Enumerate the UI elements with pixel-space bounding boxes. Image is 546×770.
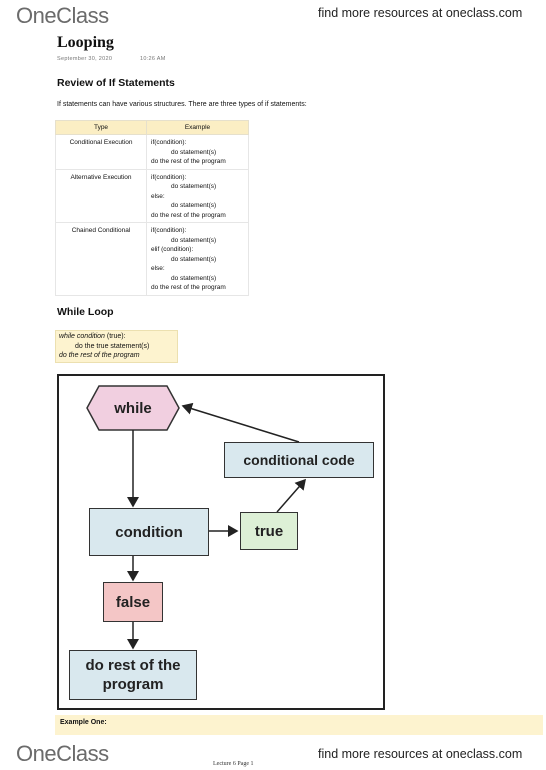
table-header-type: Type	[55, 120, 147, 135]
code-line: do the true statement(s)	[75, 342, 150, 350]
type-cell: Chained Conditional	[55, 222, 147, 296]
table-row: Chained Conditional if(condition): do st…	[55, 222, 249, 296]
code-line: do the rest of the program	[151, 211, 226, 219]
code-line: do the rest of the program	[59, 351, 174, 361]
code-line: if(condition):	[151, 139, 187, 146]
footer-oneclass-logo[interactable]: OneClass	[16, 741, 109, 767]
code-rest: (true):	[106, 333, 126, 340]
conditional-code-node: conditional code	[224, 442, 374, 478]
table-header-example: Example	[146, 120, 249, 135]
if-types-table: Type Example Conditional Execution if(co…	[55, 120, 249, 296]
example-cell: if(condition): do statement(s) do the re…	[146, 134, 249, 170]
page-time: 10:26 AM	[140, 56, 166, 62]
code-line: else:	[151, 265, 165, 272]
code-line: elif (condition):	[151, 246, 194, 253]
code-line: do statement(s)	[171, 183, 217, 190]
while-loop-flowchart: while conditional code condition true fa…	[57, 374, 385, 710]
section-heading-while: While Loop	[57, 306, 114, 318]
oneclass-logo[interactable]: OneClass	[16, 3, 109, 29]
code-keyword: while	[59, 333, 75, 340]
code-line: if(condition):	[151, 173, 187, 181]
code-line: do statement(s)	[171, 236, 217, 244]
table-header-row: Type Example	[55, 120, 249, 135]
condition-node: condition	[89, 508, 209, 556]
page-title: Looping	[57, 34, 114, 51]
type-cell: Alternative Execution	[55, 168, 147, 223]
false-node: false	[103, 582, 163, 622]
footer-promo-link[interactable]: find more resources at oneclass.com	[318, 747, 523, 761]
rest-of-program-node: do rest of the program	[69, 650, 197, 700]
code-line: do statement(s)	[171, 148, 217, 156]
code-line: while condition (true):	[59, 332, 174, 342]
example-cell: if(condition): do statement(s) elif (con…	[146, 222, 249, 296]
header-promo-link[interactable]: find more resources at oneclass.com	[318, 6, 523, 20]
footer-logo-text: OneClass	[16, 741, 109, 766]
code-line: do statement(s)	[171, 274, 217, 282]
section-heading-if: Review of If Statements	[57, 77, 175, 89]
while-syntax-box: while condition (true): do the true stat…	[55, 330, 178, 363]
page-label: Lecture 6 Page 1	[213, 761, 254, 767]
code-rest-program: do the rest of the program	[59, 352, 140, 359]
code-line: else:	[151, 192, 165, 200]
example-one-label: Example One:	[60, 719, 107, 726]
logo-text: OneClass	[16, 3, 109, 28]
true-node: true	[240, 512, 298, 550]
page-date: September 30, 2020	[57, 56, 113, 62]
while-hexagon	[86, 385, 180, 431]
code-line: do statement(s)	[171, 202, 217, 209]
type-cell: Conditional Execution	[55, 134, 147, 170]
code-line: do statement(s)	[171, 255, 217, 263]
code-line: do the rest of the program	[151, 158, 226, 165]
arrow-code-to-while	[181, 402, 300, 443]
table-row: Conditional Execution if(condition): do …	[55, 134, 249, 170]
while-node-label: while	[114, 399, 152, 417]
example-one-box: Example One:	[55, 715, 543, 735]
code-line: if(condition):	[151, 227, 187, 234]
arrow-true-to-code	[276, 478, 306, 513]
code-line: do the rest of the program	[151, 284, 226, 291]
intro-text: If statements can have various structure…	[57, 101, 307, 108]
table-row: Alternative Execution if(condition): do …	[55, 168, 249, 223]
code-condition: condition	[76, 333, 105, 340]
flowchart-arrows	[86, 385, 306, 650]
example-cell: if(condition): do statement(s) else: do …	[146, 168, 249, 223]
